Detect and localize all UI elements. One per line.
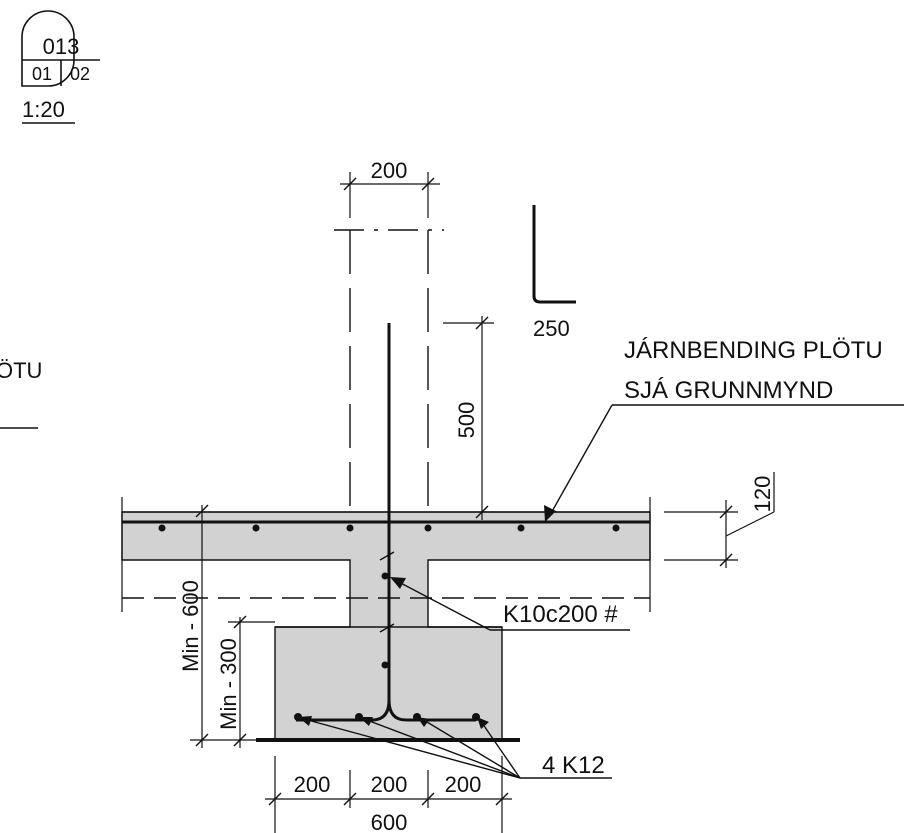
leader-bottom-bars: 4 K12 — [298, 716, 612, 779]
dim-bar-projection-text: 500 — [454, 402, 479, 439]
bend-leg-label: 250 — [533, 316, 570, 341]
detail-number: 013 — [43, 34, 80, 59]
dim-foot-total-text: 600 — [371, 810, 408, 833]
dim-min-600-text: Min - 600 — [178, 580, 203, 672]
leader-stirrup: K10c200 # — [390, 577, 630, 631]
detail-title-symbol: 013 01 02 1:20 — [21, 10, 100, 124]
sheet-left: 01 — [32, 64, 52, 84]
dim-min-300-text: Min - 300 — [216, 638, 241, 730]
slab-rebar-dots — [158, 524, 620, 532]
partial-label: ÖTU — [0, 358, 42, 383]
dim-foot-left-text: 200 — [294, 772, 331, 797]
label-slab-rebar-1: JÁRNBENDING PLÖTU — [624, 337, 883, 364]
dim-footing: 200 200 200 600 — [265, 756, 512, 833]
dim-slab-thickness-text: 120 — [750, 476, 775, 513]
wall-above-outline — [334, 229, 444, 512]
dim-foot-mid-text: 200 — [371, 772, 408, 797]
label-bottom-bars: 4 K12 — [542, 752, 605, 779]
sheet-right: 02 — [70, 64, 90, 84]
scale-label: 1:20 — [22, 97, 65, 122]
dim-wall-width: 200 — [340, 158, 440, 218]
leader-slab-rebar: JÁRNBENDING PLÖTU SJÁ GRUNNMYND — [544, 337, 904, 522]
bend-detail: 250 — [532, 205, 576, 341]
dim-bar-projection: 500 — [443, 316, 494, 520]
dim-foot-right-text: 200 — [445, 772, 482, 797]
stirrup-dots — [381, 572, 389, 669]
dim-wall-width-text: 200 — [371, 158, 408, 183]
label-slab-rebar-2: SJÁ GRUNNMYND — [624, 377, 833, 404]
label-stirrup: K10c200 # — [503, 601, 618, 628]
dim-slab-thickness: 120 — [664, 472, 775, 568]
dim-depth: Min - 600 Min - 300 — [178, 504, 275, 748]
